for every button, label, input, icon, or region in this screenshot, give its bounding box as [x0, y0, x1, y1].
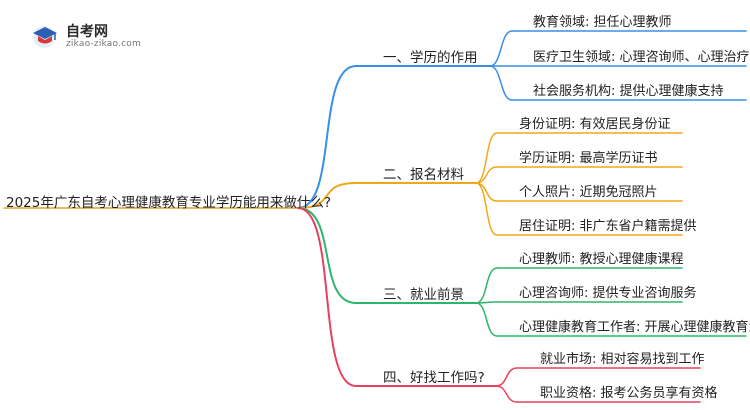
branch-2-label: 二、报名材料	[383, 167, 464, 183]
branch-3-leaf-3-connector	[475, 302, 498, 337]
branch-3-leaf-1-connector	[475, 267, 498, 304]
branch-4-leaf-1: 就业市场: 相对容易找到工作	[540, 352, 705, 367]
branch-4-leaf-1-connector	[495, 367, 518, 387]
branch-2-leaf-3: 个人照片: 近期免冠照片	[519, 185, 658, 200]
branch-4-connector	[297, 207, 357, 387]
branch-4-leaf-2: 职业资格: 报考公务员享有资格	[540, 386, 718, 401]
branch-2-leaf-2-connector	[475, 166, 498, 184]
logo-url: zikao-zikao.com	[66, 39, 141, 49]
branch-3-connector	[297, 207, 357, 304]
graduation-cap-icon	[33, 26, 57, 48]
branch-2-connector	[297, 182, 357, 209]
branch-4-leaf-2-connector	[495, 385, 518, 403]
branch-1-leaf-1: 教育领域: 担任心理教师	[533, 15, 672, 30]
branch-1-leaf-2: 医疗卫生领域: 心理咨询师、心理治疗师	[533, 50, 750, 65]
branch-2-leaf-1-connector	[475, 132, 498, 184]
branch-2-leaf-2: 学历证明: 最高学历证书	[519, 151, 658, 166]
branch-1-label: 一、学历的作用	[383, 50, 478, 66]
root-topic: 2025年广东自考心理健康教育专业学历能用来做什么?	[6, 195, 332, 211]
branch-1-leaf-1-connector	[489, 30, 513, 67]
branch-2-leaf-4-connector	[475, 182, 498, 236]
branch-3-leaf-3: 心理健康教育工作者: 开展心理健康教育活动	[519, 320, 750, 335]
branch-2-leaf-3-connector	[475, 182, 498, 202]
branch-1-connector	[297, 65, 357, 209]
branch-1-leaf-3-connector	[489, 65, 513, 101]
branch-3-leaf-2: 心理咨询师: 提供专业咨询服务	[519, 286, 697, 301]
branch-4-label: 四、好找工作吗?	[383, 370, 485, 386]
site-logo[interactable]: 自考网 zikao-zikao.com	[30, 20, 170, 54]
branch-3-leaf-1: 心理教师: 教授心理健康课程	[519, 252, 684, 267]
branch-2-leaf-4: 居住证明: 非广东省户籍需提供	[519, 219, 697, 234]
branch-3-label: 三、就业前景	[383, 287, 464, 303]
branch-2-leaf-1: 身份证明: 有效居民身份证	[519, 117, 671, 132]
branch-1-leaf-3: 社会服务机构: 提供心理健康支持	[533, 84, 724, 99]
logo-name: 自考网	[66, 24, 108, 40]
